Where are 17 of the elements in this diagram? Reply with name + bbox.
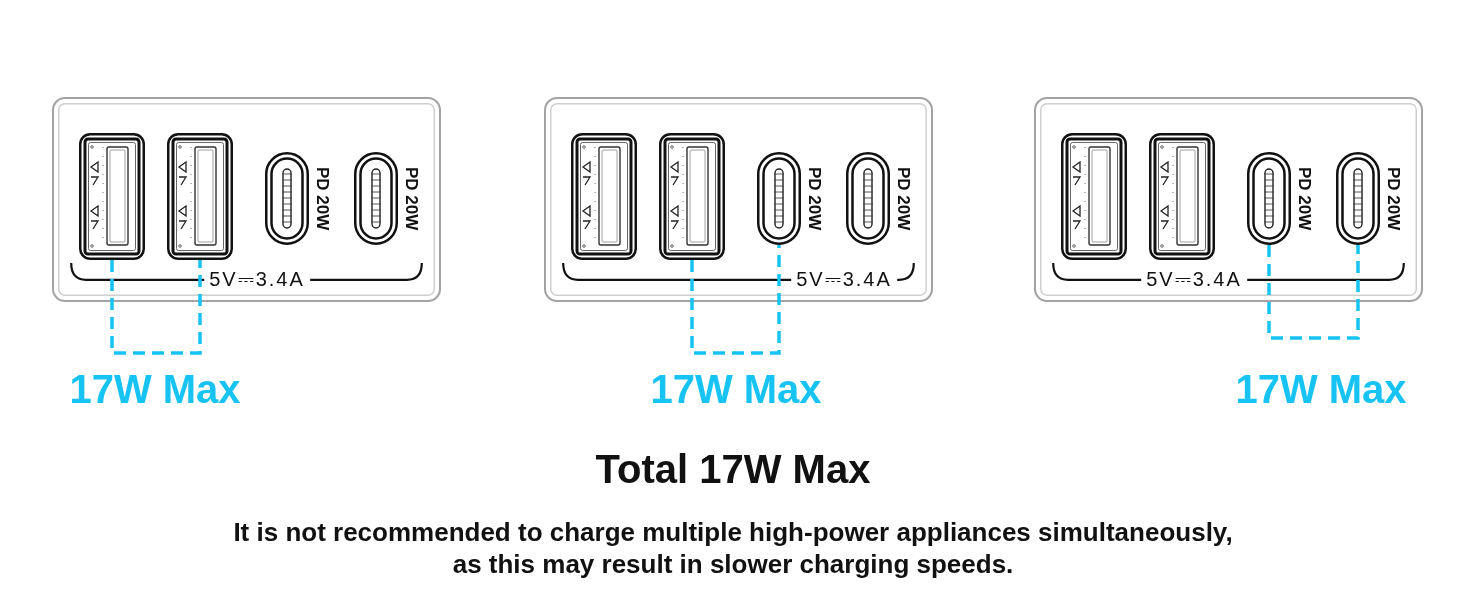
port-label: PD 20W [1295,166,1313,231]
port-label: PD 20W [1384,166,1402,231]
charger-panel [544,97,933,302]
total-power-heading: Total 17W Max [595,446,871,492]
port-label: PD 20W [402,166,420,231]
dashed-connector [110,260,202,355]
dashed-connector [1267,245,1360,340]
charger-panel [52,97,441,302]
port-label: PD 20W [805,166,823,231]
power-label: 17W Max [650,366,822,412]
charger-panel [1034,97,1423,302]
port-label: PD 20W [894,166,912,231]
warning-note: It is not recommended to charge multiple high-power appliances simultaneously, as this may result in slower charging speeds. [232,516,1234,580]
power-label: 17W Max [1235,366,1407,412]
dashed-connector [690,245,781,355]
port-label: PD 20W [313,166,331,231]
power-label: 17W Max [69,366,241,412]
